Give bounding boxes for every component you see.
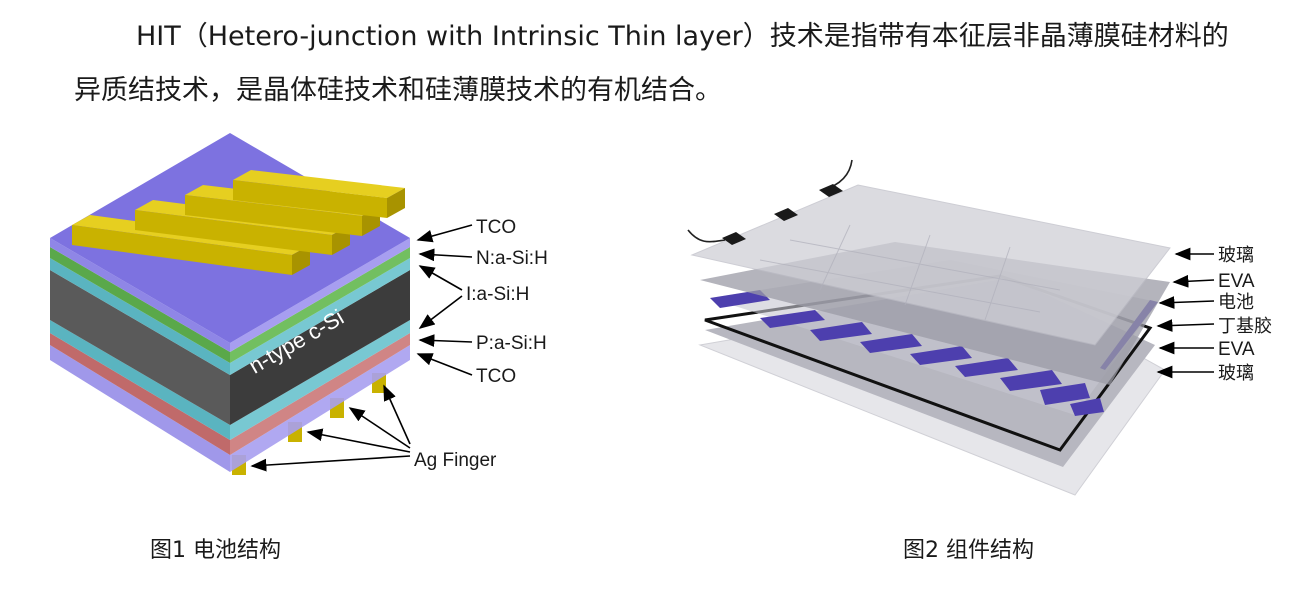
label-glass-top: 玻璃 — [1218, 245, 1254, 266]
intro-paragraph: HIT（Hetero-junction with Intrinsic Thin … — [74, 10, 1274, 118]
label-glass-bottom: 玻璃 — [1218, 363, 1254, 384]
i-layer-top — [50, 258, 230, 375]
tco-top-layer — [50, 238, 230, 352]
paragraph-line-2: 异质结技术，是晶体硅技术和硅薄膜技术的有机结合。 — [74, 75, 722, 106]
label-eva-bottom: EVA — [1218, 339, 1255, 360]
cell-structure-diagram: n-type c-Si — [50, 133, 548, 475]
label-cell: 电池 — [1218, 292, 1254, 313]
label-eva-top: EVA — [1218, 271, 1255, 292]
i-layer-bottom — [50, 320, 230, 440]
figure2-caption: 图2 组件结构 — [903, 538, 1034, 563]
module-structure-diagram: 玻璃 EVA 电池 丁基胶 EVA 玻璃 — [687, 159, 1272, 496]
label-n-layer: N:a-Si:H — [476, 248, 548, 269]
p-layer — [50, 333, 230, 455]
figure1-caption: 图1 电池结构 — [150, 538, 281, 563]
label-i-layer: I:a-Si:H — [466, 284, 529, 305]
top-fingers — [72, 170, 405, 275]
label-ag-finger: Ag Finger — [414, 450, 497, 471]
glass-top-layer — [690, 184, 1171, 346]
silicon-substrate — [50, 270, 230, 425]
junction-boxes — [687, 159, 853, 245]
n-layer — [50, 247, 230, 363]
label-butyl: 丁基胶 — [1218, 316, 1272, 337]
tco-bottom-layer — [50, 345, 230, 472]
label-tco-top: TCO — [476, 217, 516, 238]
label-p-layer: P:a-Si:H — [476, 333, 547, 354]
label-tco-bottom: TCO — [476, 366, 516, 387]
paragraph-line-1: HIT（Hetero-junction with Intrinsic Thin … — [136, 21, 1229, 52]
